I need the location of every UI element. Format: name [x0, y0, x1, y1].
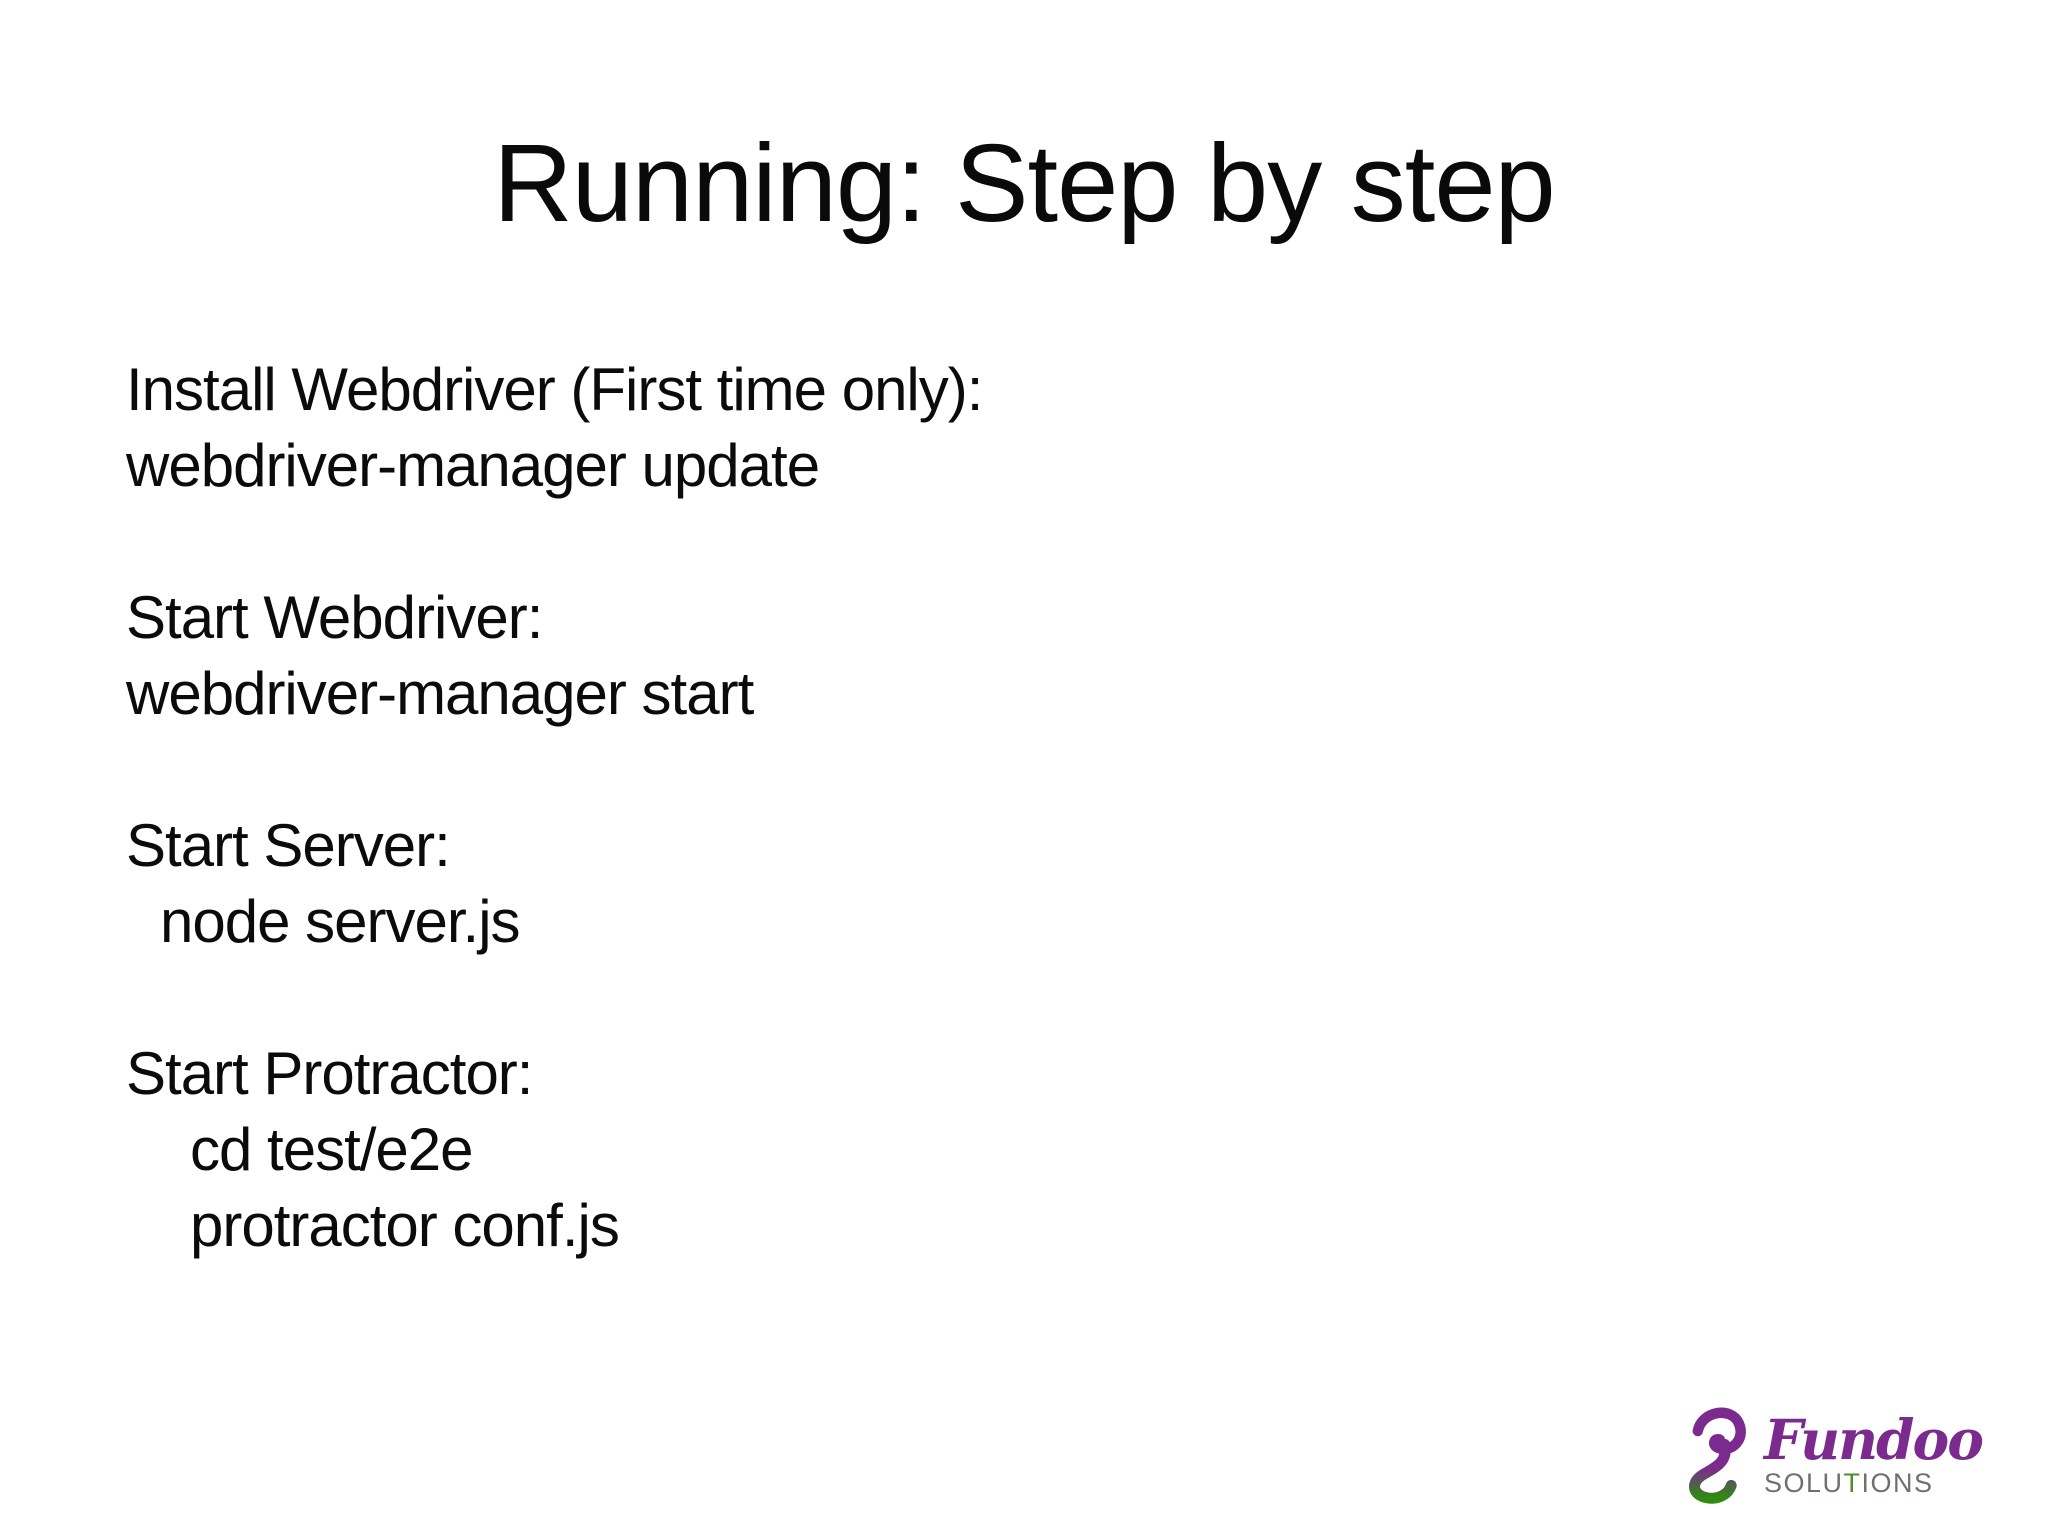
logo-tagline-accent: T — [1843, 1468, 1862, 1498]
body-line: webdriver-manager start — [126, 660, 754, 727]
body-line: Start Server: — [126, 812, 451, 879]
body-line: cd test/e2e — [190, 1116, 474, 1183]
body-line-spacer — [126, 732, 1526, 808]
body-line: webdriver-manager update — [126, 432, 820, 499]
logo-brand-name: Fundoo — [1764, 1407, 1984, 1472]
logo-tagline-part2: IONS — [1861, 1468, 1934, 1498]
body-line-spacer — [126, 504, 1526, 580]
fundoo-solutions-logo: Fundoo SOLUTIONS — [1672, 1396, 1984, 1508]
body-line: protractor conf.js — [190, 1192, 620, 1259]
body-line: node server.js — [160, 888, 521, 955]
body-line: Install Webdriver (First time only): — [126, 356, 983, 423]
body-line: Start Protractor: — [126, 1040, 533, 1107]
logo-tagline: SOLUTIONS — [1764, 1470, 1982, 1497]
body-line-spacer — [126, 960, 1526, 1036]
logo-tagline-part1: SOLU — [1764, 1468, 1844, 1498]
body-line: Start Webdriver: — [126, 584, 543, 651]
slide-title: Running: Step by step — [493, 122, 1555, 245]
logo-text-block: Fundoo SOLUTIONS — [1764, 1396, 1984, 1497]
slide-body: Install Webdriver (First time only): web… — [126, 352, 1526, 1264]
fundoo-logo-icon — [1689, 1407, 1746, 1504]
